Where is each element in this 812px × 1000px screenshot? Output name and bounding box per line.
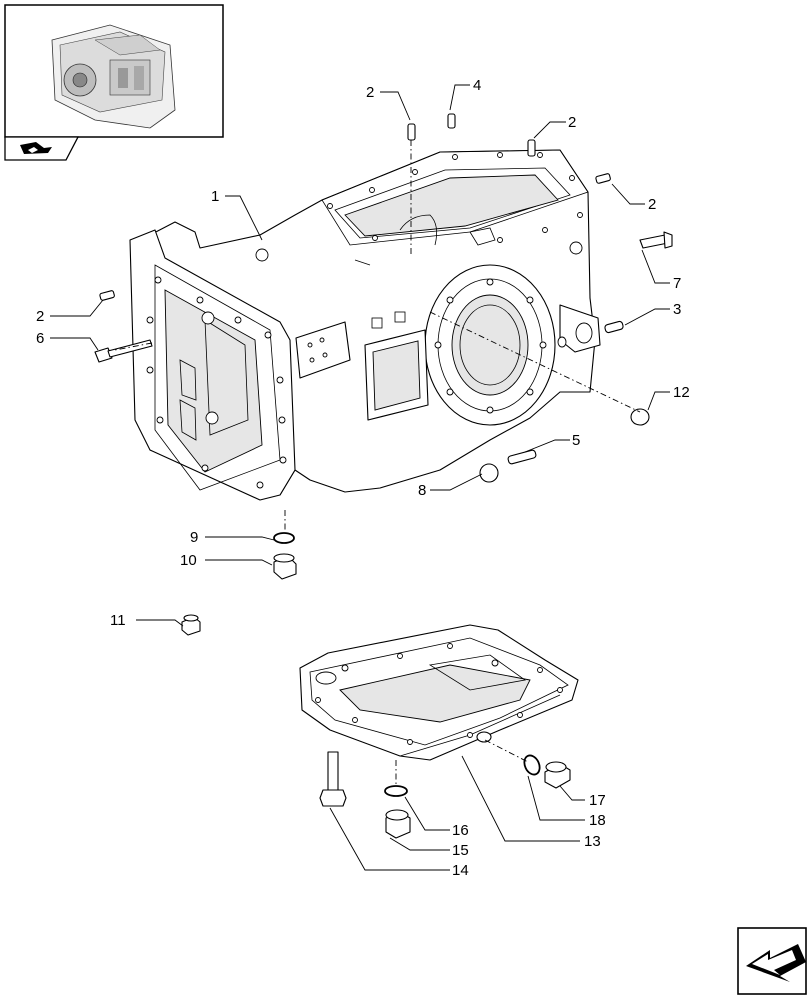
dowel-pin-3 xyxy=(604,320,624,334)
alignment-lines xyxy=(114,140,641,786)
top-cover-bolt-holes xyxy=(327,152,583,243)
callout-18: 18 xyxy=(589,812,606,829)
thumbnail-panel[interactable] xyxy=(4,4,224,161)
flange-bolt-holes xyxy=(146,276,287,489)
bolt-14 xyxy=(319,751,347,807)
callout-2b: 2 xyxy=(568,114,576,131)
callout-5: 5 xyxy=(572,432,580,449)
o-ring-9 xyxy=(273,532,295,544)
bolt-6 xyxy=(94,339,153,363)
callout-labels: 1 2 2 2 2 3 4 5 6 7 8 9 10 11 12 13 14 1… xyxy=(36,77,690,879)
plug-12 xyxy=(630,408,650,426)
oil-pan xyxy=(299,624,579,761)
callout-9: 9 xyxy=(190,529,198,546)
callout-13: 13 xyxy=(584,833,601,850)
dowel-pin-2c xyxy=(595,173,611,184)
o-ring-16 xyxy=(384,785,408,797)
callout-14: 14 xyxy=(452,862,469,879)
callout-15: 15 xyxy=(452,842,469,859)
callout-11: 11 xyxy=(110,612,126,629)
callout-16: 16 xyxy=(452,822,469,839)
dowel-pin-4 xyxy=(447,113,456,129)
drain-plug-10 xyxy=(273,553,297,580)
callout-3: 3 xyxy=(673,301,681,318)
callout-4: 4 xyxy=(473,77,481,94)
plug-11 xyxy=(181,614,201,636)
dowel-pin-2a xyxy=(407,123,416,141)
dowel-pin-2d xyxy=(99,290,115,301)
book-arrow-icon[interactable] xyxy=(4,136,80,161)
callout-10: 10 xyxy=(180,552,197,569)
callout-7: 7 xyxy=(673,275,681,292)
drain-plug-15 xyxy=(385,809,411,839)
callout-2a: 2 xyxy=(366,84,374,101)
callout-2d: 2 xyxy=(36,308,44,325)
pin-5 xyxy=(507,449,537,465)
plug-8 xyxy=(479,463,499,483)
leader-lines xyxy=(50,84,670,871)
plug-17 xyxy=(544,761,571,789)
thumbnail-transmission-icon xyxy=(51,24,176,129)
o-ring-18 xyxy=(523,754,541,776)
bolt-7 xyxy=(639,231,673,249)
callout-1: 1 xyxy=(211,188,219,205)
callout-17: 17 xyxy=(589,792,606,809)
side-bearing-housing xyxy=(424,264,556,426)
transmission-housing xyxy=(129,149,601,501)
callout-8: 8 xyxy=(418,482,426,499)
next-page-arrow-icon[interactable] xyxy=(737,927,807,995)
callout-6: 6 xyxy=(36,330,44,347)
dowel-pin-2b xyxy=(527,139,536,157)
callout-2c: 2 xyxy=(648,196,656,213)
callout-12: 12 xyxy=(673,384,690,401)
